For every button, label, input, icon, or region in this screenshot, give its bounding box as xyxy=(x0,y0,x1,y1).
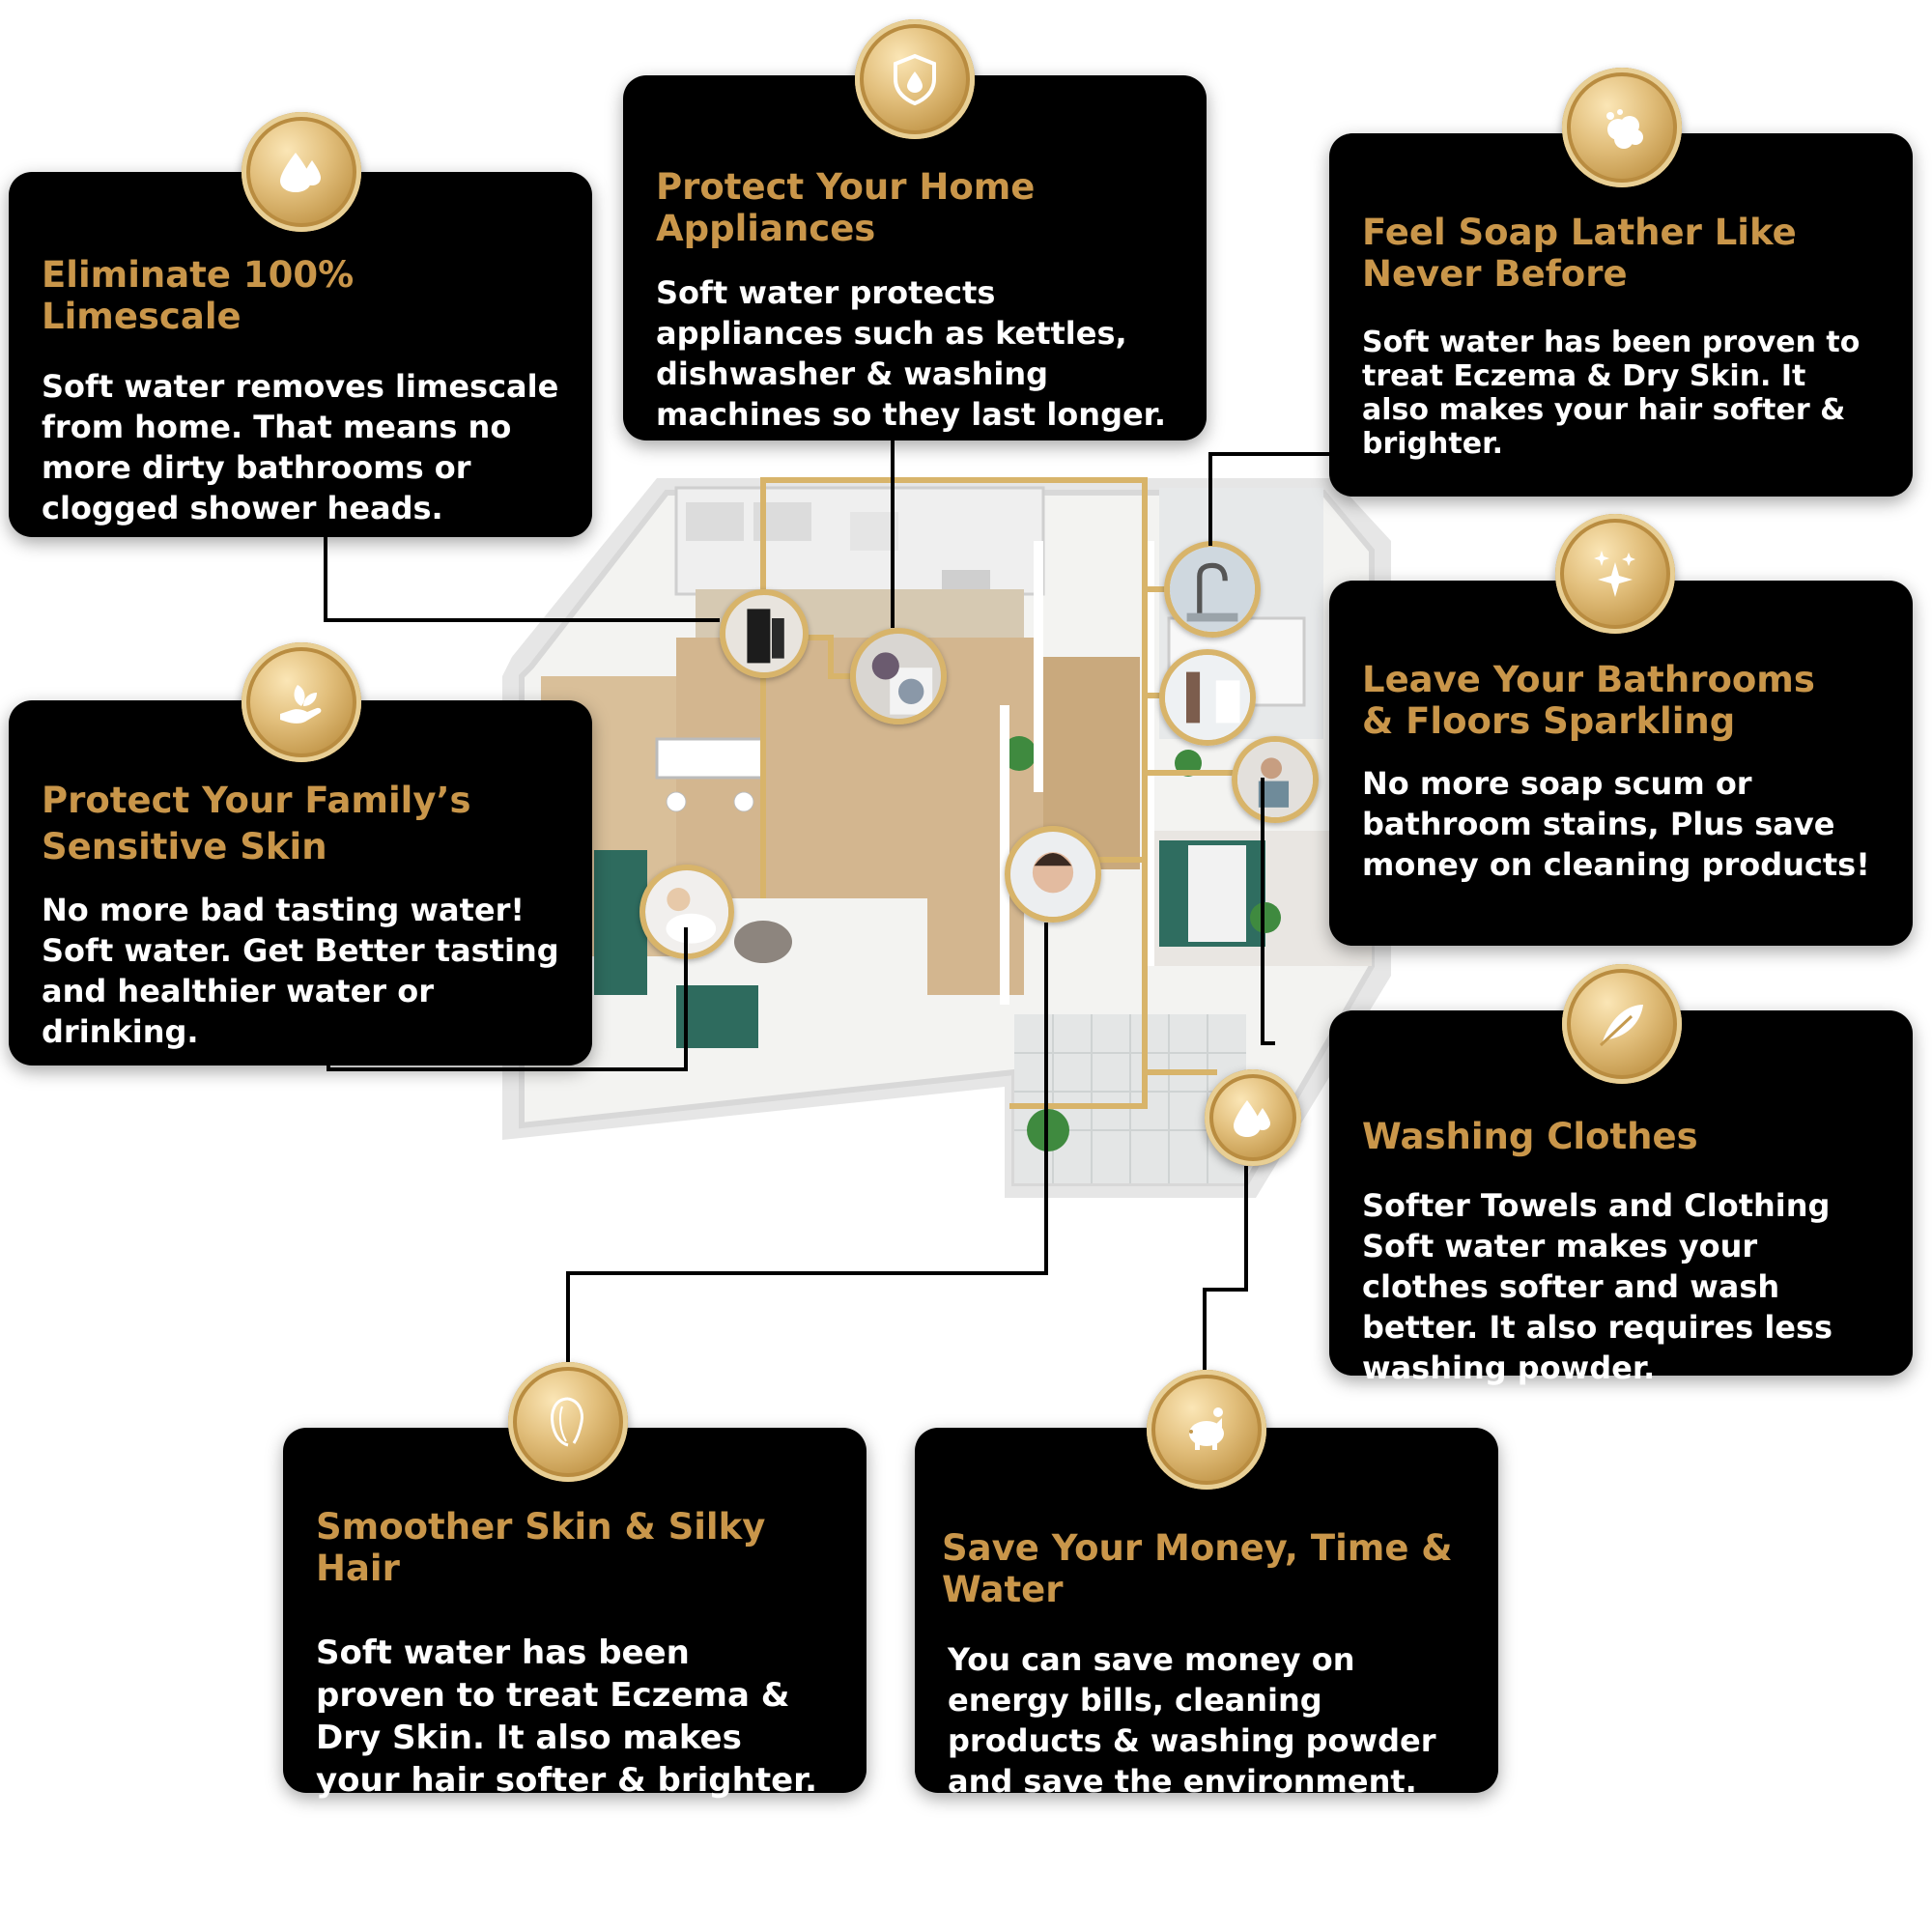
card-body: Soft water removes limescale from home. … xyxy=(42,368,559,527)
card-body: No more soap scum or bathroom stains, Pl… xyxy=(1362,765,1870,884)
card-title: Eliminate 100% Limescale xyxy=(42,254,355,337)
card-body: You can save money on energy bills, clea… xyxy=(948,1641,1436,1801)
card-title: Feel Soap Lather Like Never Before xyxy=(1362,212,1797,295)
card-body: Soft water protects appliances such as k… xyxy=(656,274,1167,434)
hand-leaf-icon xyxy=(280,685,322,724)
card-title: Leave Your Bathrooms & Floors Sparkling xyxy=(1362,659,1815,742)
feather-icon xyxy=(1599,1005,1643,1047)
card-body: Soft water has been proven to treat Ecze… xyxy=(316,1634,817,1801)
water-drops-icon xyxy=(280,153,321,192)
mother-baby-photo xyxy=(639,865,734,959)
soap-bubbles-icon xyxy=(1606,109,1643,149)
kitchen-tap-photo xyxy=(1164,541,1261,638)
card-body: No more bad tasting water! Soft water. G… xyxy=(42,892,559,1050)
badge-limescale xyxy=(242,112,361,232)
water-softener-photo xyxy=(720,589,809,678)
hair-icon xyxy=(551,1397,583,1447)
badge-washing xyxy=(1562,964,1682,1084)
sparkle-icon xyxy=(1594,551,1635,597)
card-title: Washing Clothes xyxy=(1362,1116,1698,1157)
badge-bathrooms xyxy=(1555,514,1675,634)
card-body: Soft water has been proven to treat Ecze… xyxy=(1362,326,1861,462)
woman-relaxing-photo xyxy=(1232,736,1319,823)
badge-appliances xyxy=(855,19,975,139)
face-washing-photo xyxy=(1005,826,1101,923)
card-limescale: Eliminate 100% Limescale Soft water remo… xyxy=(9,172,592,537)
badge-family xyxy=(242,642,361,762)
water-hub-badge xyxy=(1205,1069,1301,1166)
washing-machine-photo xyxy=(850,628,947,724)
card-bathrooms: Leave Your Bathrooms & Floors Sparkling … xyxy=(1329,581,1913,946)
bathroom-photo xyxy=(1159,649,1256,746)
water-drops-icon xyxy=(1234,1100,1270,1137)
card-title: Save Your Money, Time & Water xyxy=(942,1527,1453,1610)
badge-soap xyxy=(1562,68,1682,187)
piggy-bank-icon xyxy=(1189,1407,1224,1450)
shield-drop-icon xyxy=(894,53,936,106)
card-washing: Washing Clothes Softer Towels and Clothi… xyxy=(1329,1010,1913,1386)
card-soap: Feel Soap Lather Like Never Before Soft … xyxy=(1329,133,1913,497)
badge-money xyxy=(1147,1370,1266,1490)
card-hair: Smoother Skin & Silky Hair Soft water ha… xyxy=(283,1428,867,1800)
badge-hair xyxy=(508,1362,628,1482)
card-title: Smoother Skin & Silky Hair xyxy=(316,1506,766,1589)
card-title: Protect Your Family’s Sensitive Skin xyxy=(42,780,471,867)
card-body: Softer Towels and Clothing Soft water ma… xyxy=(1362,1186,1833,1386)
card-title: Protect Your Home Appliances xyxy=(656,166,1036,249)
